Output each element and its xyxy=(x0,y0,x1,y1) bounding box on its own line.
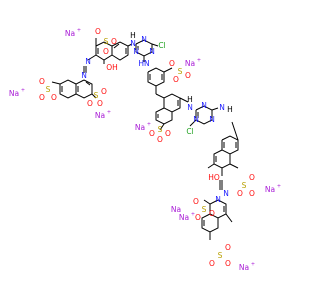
svg-text:O: O xyxy=(209,209,215,218)
svg-text:H: H xyxy=(227,105,233,114)
svg-text:O: O xyxy=(195,213,201,222)
bond-lines xyxy=(51,38,239,240)
svg-text:O: O xyxy=(87,99,93,108)
svg-text:N: N xyxy=(133,47,139,56)
svg-text:H: H xyxy=(187,95,193,104)
svg-text:N: N xyxy=(187,103,193,112)
svg-text:S: S xyxy=(158,125,163,134)
svg-text:O: O xyxy=(249,173,255,182)
svg-text:Cl: Cl xyxy=(158,41,165,50)
svg-text:+: + xyxy=(147,122,151,128)
svg-text:Na: Na xyxy=(95,111,105,120)
svg-text:+: + xyxy=(251,262,255,268)
svg-text:O: O xyxy=(169,59,175,68)
svg-text:S: S xyxy=(218,251,223,260)
svg-text:S: S xyxy=(46,85,51,94)
svg-text:O: O xyxy=(157,135,163,144)
svg-text:+: + xyxy=(277,184,281,190)
svg-text:Cl: Cl xyxy=(186,127,193,136)
svg-text:S: S xyxy=(178,67,183,76)
svg-text:+: + xyxy=(21,88,25,94)
svg-text:O: O xyxy=(39,77,45,86)
svg-text:O: O xyxy=(193,197,199,206)
svg-text:Na: Na xyxy=(185,59,195,68)
svg-text:O: O xyxy=(225,259,231,268)
svg-text:Na: Na xyxy=(265,185,275,194)
svg-text:Na: Na xyxy=(179,213,189,222)
svg-text:O: O xyxy=(103,47,109,56)
svg-text:HN: HN xyxy=(138,59,149,68)
svg-text:S: S xyxy=(202,205,207,214)
svg-text:Na: Na xyxy=(135,123,145,132)
svg-text:O: O xyxy=(95,27,101,36)
svg-text:+: + xyxy=(197,58,201,64)
svg-text:N: N xyxy=(209,115,215,124)
svg-text:O: O xyxy=(51,93,57,102)
svg-text:O: O xyxy=(185,71,191,80)
svg-text:N: N xyxy=(201,101,207,110)
svg-text:O: O xyxy=(97,99,103,108)
svg-text:O: O xyxy=(237,189,243,198)
svg-text:HO: HO xyxy=(208,173,220,182)
na1-label: Na xyxy=(65,29,75,38)
svg-text:N: N xyxy=(149,47,155,56)
svg-text:O: O xyxy=(209,259,215,268)
molecule-structure-diagram: Na + O S O O N H Cl N N N HN Na + O S O … xyxy=(9,27,281,272)
svg-text:+: + xyxy=(191,212,195,218)
svg-text:O: O xyxy=(149,129,155,138)
svg-text:H: H xyxy=(130,31,136,40)
svg-text:N: N xyxy=(193,115,199,124)
molecule-svg: Na + O S O O N H Cl N N N HN Na + O S O … xyxy=(9,27,281,272)
svg-text:N: N xyxy=(81,71,87,80)
svg-text:N: N xyxy=(223,189,229,198)
svg-text:Na: Na xyxy=(171,205,181,214)
svg-text:N: N xyxy=(215,195,221,204)
svg-text:S: S xyxy=(94,91,99,100)
svg-text:Na: Na xyxy=(239,263,249,272)
svg-text:Na: Na xyxy=(9,89,19,98)
svg-text:O: O xyxy=(249,189,255,198)
svg-text:N: N xyxy=(85,57,91,66)
svg-text:S: S xyxy=(242,181,247,190)
svg-text:OH: OH xyxy=(106,63,118,72)
svg-text:S: S xyxy=(104,37,109,46)
svg-text:N: N xyxy=(141,35,147,44)
svg-text:O: O xyxy=(173,75,179,84)
svg-text:+: + xyxy=(77,28,81,34)
svg-text:O: O xyxy=(111,37,117,46)
svg-text:O: O xyxy=(101,87,107,96)
svg-text:N: N xyxy=(130,39,136,48)
svg-text:+: + xyxy=(107,110,111,116)
svg-text:O: O xyxy=(225,243,231,252)
svg-text:N: N xyxy=(219,103,225,112)
svg-text:O: O xyxy=(39,93,45,102)
svg-text:O: O xyxy=(165,129,171,138)
atom-labels: Na + O S O O N H Cl N N N HN Na + O S O … xyxy=(9,27,281,272)
